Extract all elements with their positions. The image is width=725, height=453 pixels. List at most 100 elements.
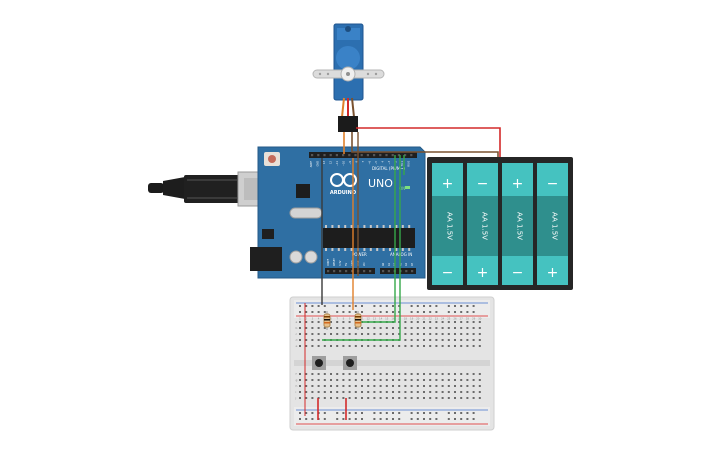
rail-hole[interactable] xyxy=(379,418,382,420)
wire-green-2[interactable] xyxy=(322,155,401,341)
breadboard-hole[interactable] xyxy=(317,391,320,393)
breadboard-hole[interactable] xyxy=(323,345,326,347)
breadboard-hole[interactable] xyxy=(361,397,363,399)
rail-hole[interactable] xyxy=(429,418,432,420)
rail-hole[interactable] xyxy=(342,412,345,414)
breadboard-hole[interactable] xyxy=(311,391,314,393)
rail-hole[interactable] xyxy=(423,418,425,420)
rail-hole[interactable] xyxy=(361,311,363,313)
breadboard-hole[interactable] xyxy=(478,333,481,335)
rail-hole[interactable] xyxy=(299,418,301,420)
breadboard-hole[interactable] xyxy=(478,397,481,399)
breadboard-hole[interactable] xyxy=(404,373,407,375)
breadboard-hole[interactable] xyxy=(330,373,332,375)
breadboard-hole[interactable] xyxy=(354,333,357,335)
rail-hole[interactable] xyxy=(311,412,314,414)
breadboard-hole[interactable] xyxy=(423,321,425,323)
rail-hole[interactable] xyxy=(423,311,425,313)
breadboard-hole[interactable] xyxy=(472,327,475,329)
breadboard-hole[interactable] xyxy=(410,321,413,323)
breadboard-hole[interactable] xyxy=(416,397,419,399)
breadboard-hole[interactable] xyxy=(305,333,308,335)
rail-hole[interactable] xyxy=(336,418,339,420)
rail-hole[interactable] xyxy=(472,418,475,420)
breadboard-hole[interactable] xyxy=(385,345,388,347)
breadboard-hole[interactable] xyxy=(336,379,339,381)
breadboard-hole[interactable] xyxy=(305,345,308,347)
breadboard-hole[interactable] xyxy=(447,327,450,329)
breadboard-hole[interactable] xyxy=(404,379,407,381)
breadboard-hole[interactable] xyxy=(478,327,481,329)
breadboard-hole[interactable] xyxy=(385,385,388,387)
breadboard-hole[interactable] xyxy=(299,327,301,329)
rail-hole[interactable] xyxy=(354,305,357,307)
breadboard-hole[interactable] xyxy=(323,397,326,399)
breadboard-hole[interactable] xyxy=(416,327,419,329)
rail-hole[interactable] xyxy=(416,412,419,414)
battery-pack[interactable]: AA 1.5V+−AA 1.5V−+AA 1.5V+−AA 1.5V−+ xyxy=(427,157,573,290)
rail-hole[interactable] xyxy=(466,311,469,313)
breadboard-hole[interactable] xyxy=(348,385,351,387)
breadboard-hole[interactable] xyxy=(336,373,339,375)
breadboard-hole[interactable] xyxy=(342,333,345,335)
breadboard-hole[interactable] xyxy=(367,385,370,387)
breadboard-hole[interactable] xyxy=(392,327,394,329)
breadboard-hole[interactable] xyxy=(299,397,301,399)
breadboard-hole[interactable] xyxy=(435,321,438,323)
rail-hole[interactable] xyxy=(373,418,376,420)
breadboard-hole[interactable] xyxy=(392,373,394,375)
breadboard-hole[interactable] xyxy=(398,379,401,381)
breadboard-hole[interactable] xyxy=(373,397,376,399)
breadboard-hole[interactable] xyxy=(354,373,357,375)
breadboard-hole[interactable] xyxy=(342,321,345,323)
breadboard-hole[interactable] xyxy=(317,345,320,347)
breadboard-hole[interactable] xyxy=(348,373,351,375)
breadboard-hole[interactable] xyxy=(435,333,438,335)
breadboard-hole[interactable] xyxy=(348,391,351,393)
breadboard-hole[interactable] xyxy=(447,391,450,393)
breadboard-hole[interactable] xyxy=(410,379,413,381)
breadboard-hole[interactable] xyxy=(416,385,419,387)
breadboard-hole[interactable] xyxy=(367,327,370,329)
breadboard-hole[interactable] xyxy=(410,339,413,341)
rail-hole[interactable] xyxy=(305,311,308,313)
breadboard-hole[interactable] xyxy=(361,373,363,375)
breadboard-hole[interactable] xyxy=(435,373,438,375)
resistor-icon[interactable] xyxy=(354,311,362,330)
breadboard-hole[interactable] xyxy=(385,373,388,375)
breadboard-hole[interactable] xyxy=(398,391,401,393)
power-header[interactable] xyxy=(325,268,375,274)
rail-hole[interactable] xyxy=(398,305,401,307)
breadboard-hole[interactable] xyxy=(460,379,463,381)
rail-hole[interactable] xyxy=(447,305,450,307)
breadboard-hole[interactable] xyxy=(330,397,332,399)
breadboard-hole[interactable] xyxy=(379,397,382,399)
rail-hole[interactable] xyxy=(416,418,419,420)
rail-hole[interactable] xyxy=(447,412,450,414)
rail-hole[interactable] xyxy=(348,305,351,307)
analog-header[interactable] xyxy=(380,268,416,274)
breadboard-hole[interactable] xyxy=(367,345,370,347)
breadboard-hole[interactable] xyxy=(404,327,407,329)
rail-hole[interactable] xyxy=(354,412,357,414)
rail-hole[interactable] xyxy=(466,412,469,414)
rail-hole[interactable] xyxy=(323,305,326,307)
breadboard-hole[interactable] xyxy=(416,339,419,341)
breadboard-hole[interactable] xyxy=(478,373,481,375)
breadboard-hole[interactable] xyxy=(472,333,475,335)
breadboard-hole[interactable] xyxy=(404,397,407,399)
rail-hole[interactable] xyxy=(429,412,432,414)
rail-hole[interactable] xyxy=(317,311,320,313)
breadboard-hole[interactable] xyxy=(398,345,401,347)
rail-hole[interactable] xyxy=(460,311,463,313)
breadboard-hole[interactable] xyxy=(466,397,469,399)
rail-hole[interactable] xyxy=(323,418,326,420)
breadboard-hole[interactable] xyxy=(392,345,394,347)
rail-hole[interactable] xyxy=(472,311,475,313)
breadboard-hole[interactable] xyxy=(472,397,475,399)
breadboard-hole[interactable] xyxy=(410,345,413,347)
breadboard-hole[interactable] xyxy=(348,397,351,399)
rail-hole[interactable] xyxy=(323,311,326,313)
breadboard-hole[interactable] xyxy=(472,391,475,393)
